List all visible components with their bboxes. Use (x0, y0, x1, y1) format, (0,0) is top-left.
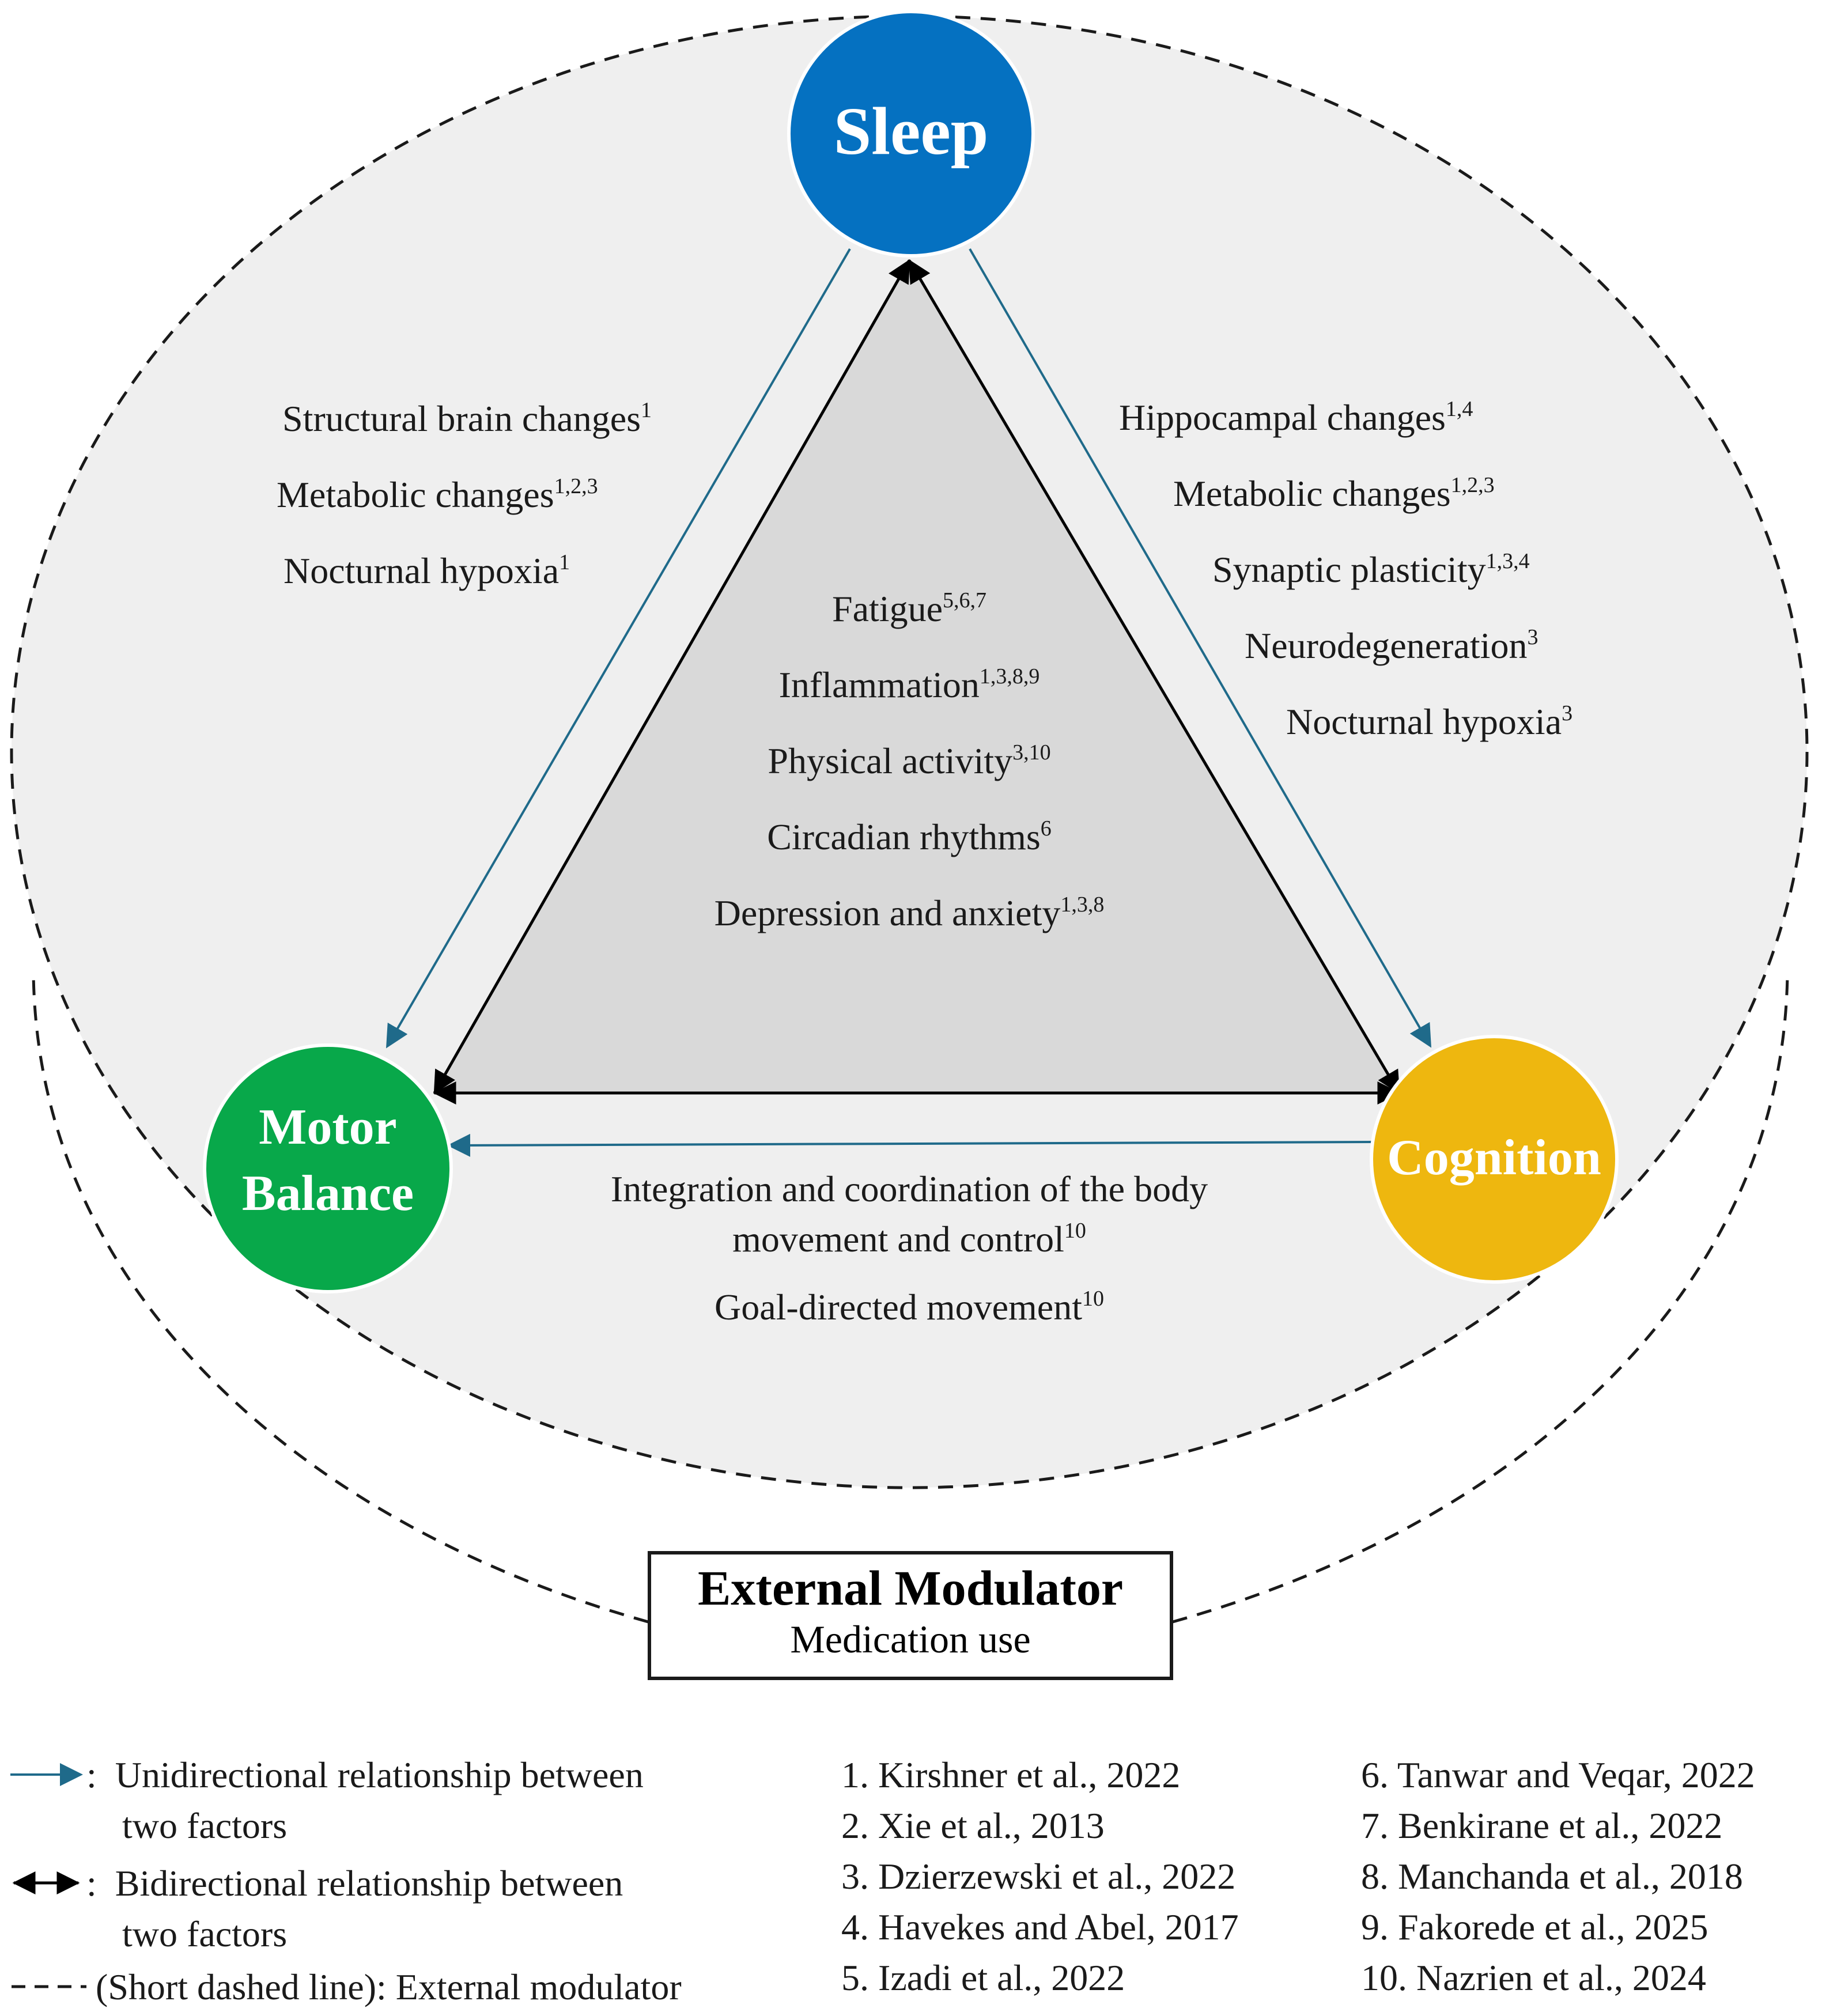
node-sleep-circle (787, 10, 1035, 258)
reference-item: 9. Fakorede et al., 2025 (1361, 1907, 1708, 1947)
factor-item: Structural brain changes1 (282, 398, 652, 439)
factor-item: Nocturnal hypoxia1 (283, 550, 570, 591)
reference-item: 2. Xie et al., 2013 (841, 1805, 1105, 1846)
factor-item: Depression and anxiety1,3,8 (715, 892, 1105, 933)
node-motor-balance: Motor Balance (203, 1043, 453, 1293)
legend-dashed-text: (Short dashed line): External modulator (96, 1966, 682, 2007)
factor-item: Synaptic plasticity1,3,4 (1212, 549, 1530, 590)
external-modulator-frame (648, 1551, 1173, 1680)
node-cognition: Cognition (1370, 1035, 1619, 1284)
external-modulator-subtitle: Medication use (790, 1617, 1030, 1661)
reference-item: 6. Tanwar and Veqar, 2022 (1361, 1754, 1755, 1795)
sleep-cognition-factors: Hippocampal changes1,4 Metabolic changes… (1119, 397, 1572, 742)
factor-item: Metabolic changes1,2,3 (1173, 473, 1495, 514)
reference-item: 5. Izadi et al., 2022 (841, 1957, 1125, 1998)
factor-item: Neurodegeneration3 (1245, 625, 1538, 666)
factor-item: Physical activity3,10 (768, 740, 1050, 781)
shared-factors: Fatigue5,6,7 Inflammation1,3,8,9 Physica… (715, 588, 1105, 933)
reference-item: 10. Nazrien et al., 2024 (1361, 1957, 1706, 1998)
node-cognition-label: Cognition (1387, 1130, 1601, 1186)
sleep-motor-factors: Structural brain changes1 Metabolic chan… (277, 398, 652, 591)
factor-item: movement and control10 (732, 1219, 1086, 1259)
unidirectional-arrow-sleep-to-cognition (969, 248, 1432, 1048)
legend-unidirectional-text: : Unidirectional relationship between (86, 1754, 644, 1795)
node-sleep: Sleep (787, 10, 1035, 258)
bidirectional-arrow-sleep-cognition (908, 259, 1401, 1095)
modulator-dashed-curve-left (32, 973, 649, 1624)
factor-item: Inflammation1,3,8,9 (779, 664, 1040, 705)
node-sleep-label: Sleep (834, 93, 989, 169)
modulator-dashed-curve-right (1172, 973, 1789, 1624)
node-cognition-circle (1370, 1035, 1619, 1284)
node-motor-circle (203, 1043, 453, 1293)
cognition-motor-factors: Integration and coordination of the body… (611, 1168, 1208, 1327)
factor-item: Goal-directed movement10 (715, 1287, 1104, 1327)
external-modulator-box: External Modulator Medication use (648, 1551, 1173, 1680)
factor-item: Integration and coordination of the body (611, 1168, 1208, 1209)
unidirectional-arrow-cognition-to-motor (447, 1133, 1372, 1157)
node-motor-label-line2: Balance (242, 1166, 414, 1221)
node-motor-label-line1: Motor (259, 1099, 396, 1155)
reference-item: 3. Dzierzewski et al., 2022 (841, 1856, 1235, 1897)
external-modulator-title: External Modulator (698, 1560, 1123, 1616)
unidirectional-arrow-sleep-to-motor (385, 248, 851, 1049)
legend-bidirectional-text: : Bidirectional relationship between (86, 1863, 623, 1904)
factor-item: Metabolic changes1,2,3 (277, 474, 598, 515)
bidirectional-arrow-sleep-motor (433, 259, 911, 1095)
reference-list: 1. Kirshner et al., 2022 2. Xie et al., … (841, 1754, 1755, 1998)
reference-item: 8. Manchanda et al., 2018 (1361, 1856, 1743, 1897)
reference-item: 7. Benkirane et al., 2022 (1361, 1805, 1722, 1846)
legend-bidirectional-text-2: two factors (122, 1913, 287, 1954)
factor-item: Circadian rhythms6 (767, 816, 1052, 857)
reference-item: 1. Kirshner et al., 2022 (841, 1754, 1180, 1795)
factor-item: Nocturnal hypoxia3 (1286, 701, 1572, 742)
factor-item: Hippocampal changes1,4 (1119, 397, 1473, 438)
factor-item: Fatigue5,6,7 (832, 588, 986, 629)
reference-item: 4. Havekes and Abel, 2017 (841, 1907, 1239, 1947)
legend-unidirectional-text-2: two factors (122, 1805, 287, 1846)
legend: : Unidirectional relationship between tw… (10, 1754, 682, 2007)
